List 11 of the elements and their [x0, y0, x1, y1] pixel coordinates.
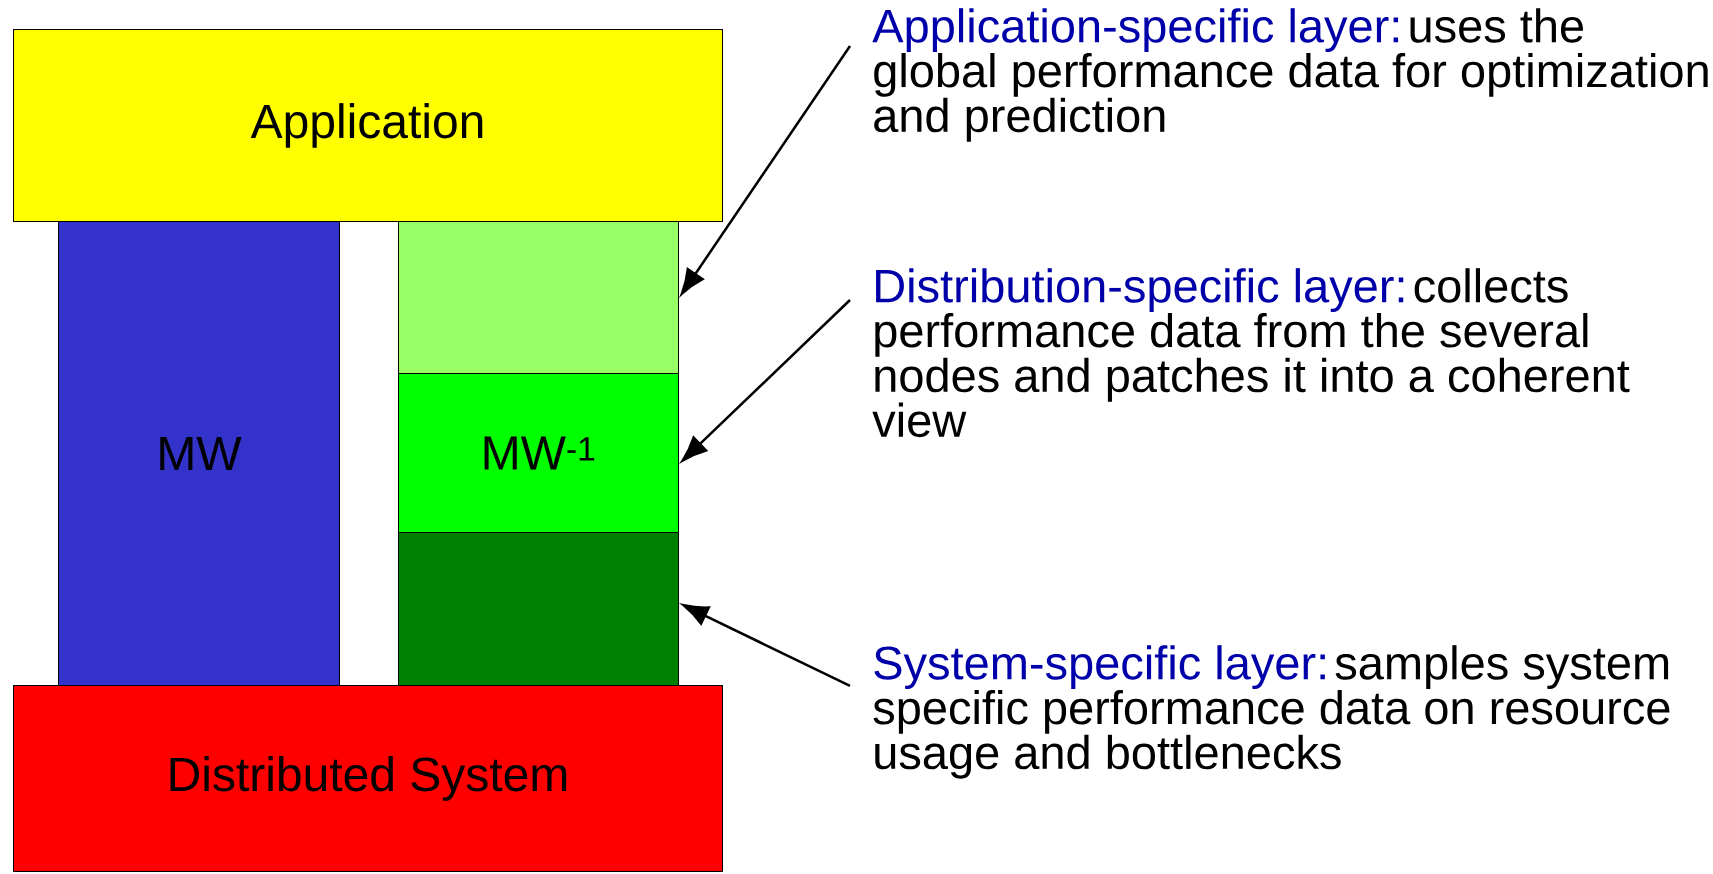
annotation-text: System-specific layer: samples system specific performance data on resource usage and bottlenecks	[873, 645, 1670, 779]
arrow	[682, 604, 851, 688]
layer-box	[398, 221, 679, 374]
block-box: Application	[13, 29, 723, 222]
annotation-text: Distribution-specific layer: collects performance data from the several nodes and patches it into a coherent view	[872, 268, 1630, 438]
layer-box: MW$^{-1}$	[398, 373, 679, 533]
column-box: MW	[58, 221, 340, 686]
arrow	[681, 299, 851, 462]
layer-box	[398, 532, 679, 686]
block-box: Distributed System	[13, 685, 723, 872]
annotation-text: Application-specific layer: uses the global performance data for optimization and prediction	[872, 8, 1708, 142]
